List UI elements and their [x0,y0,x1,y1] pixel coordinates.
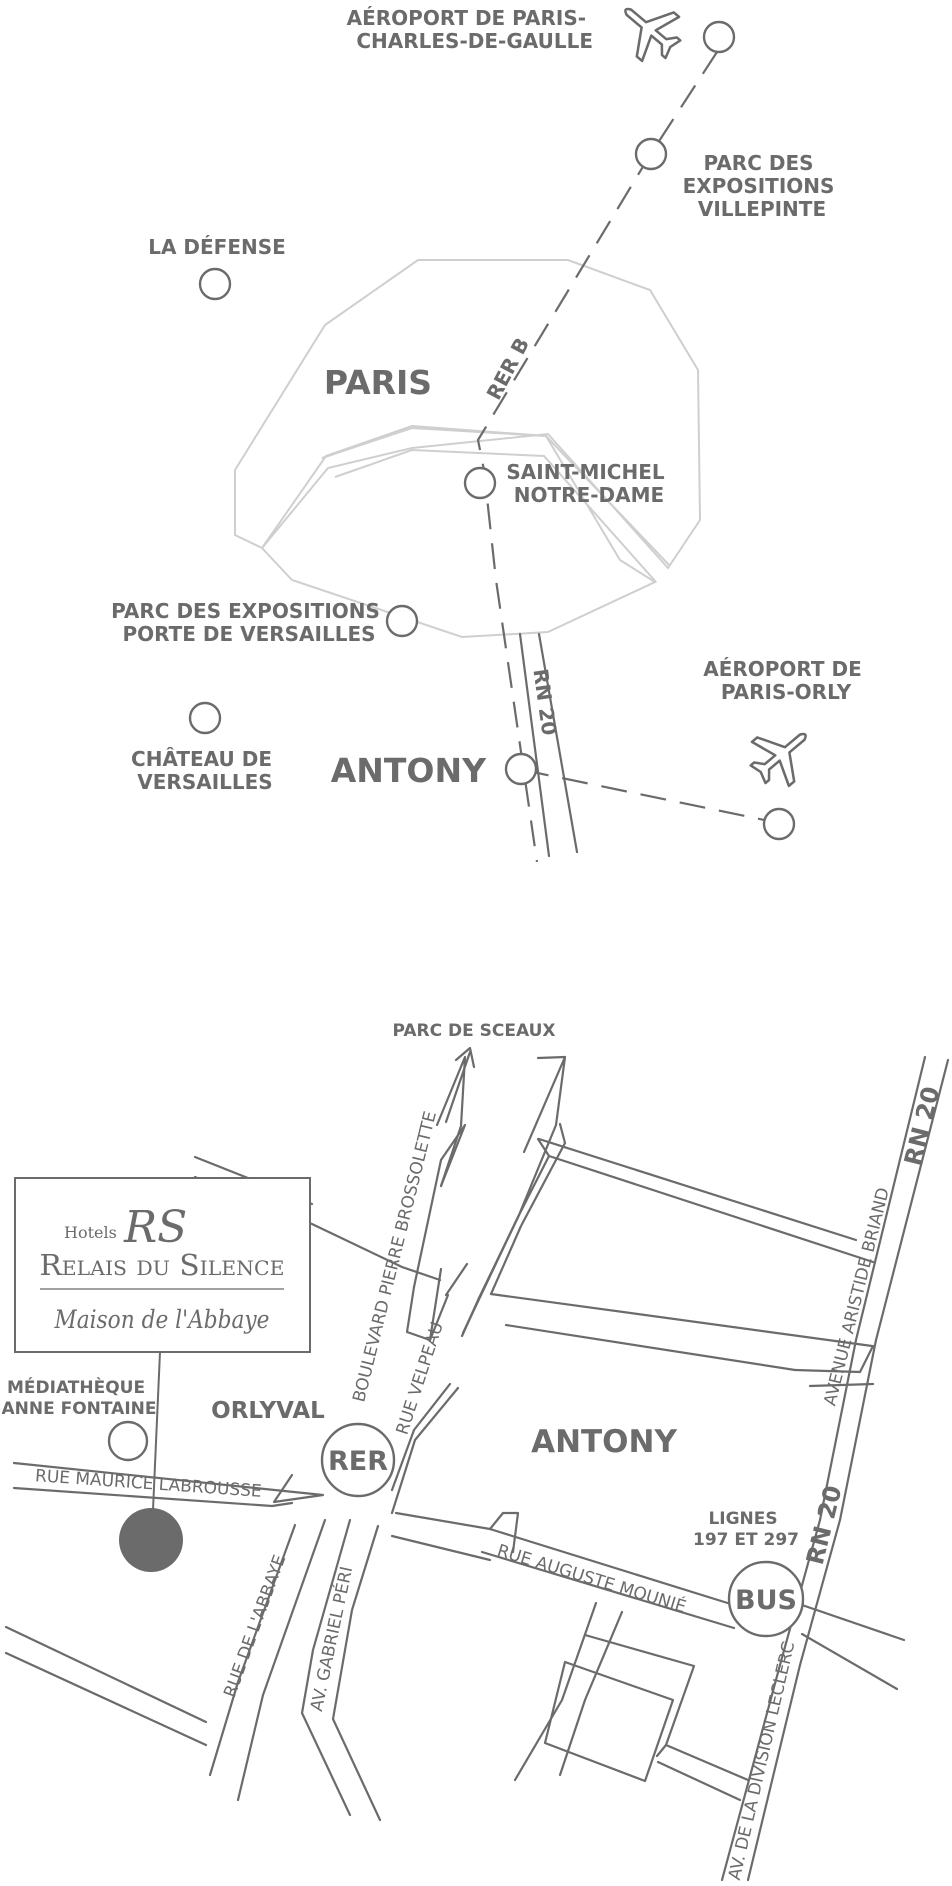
airplane-icon [749,732,807,788]
label-antony-overview: ANTONY [331,751,487,790]
logo-hotels: Hotels [64,1223,117,1242]
street-leclerc: AV. DE LA DIVISION LECLERC [725,1640,799,1882]
label-chateau: CHÂTEAU DE VERSAILLES [131,747,279,794]
label-parc-de-sceaux: PARC DE SCEAUX [392,1021,555,1041]
station-orly [762,807,796,841]
paris-boundary [234,259,702,639]
station-bus[interactable] [727,1560,805,1638]
label-cdg: AÉROPORT DE PARIS- CHARLES-DE-GAULLE [347,6,593,53]
station-la-defense [198,267,232,301]
station-chateau-versailles [188,701,222,735]
label-bus: BUS [735,1585,797,1616]
station-rer[interactable] [320,1422,396,1498]
label-bus-lines: LIGNES 197 ET 297 [693,1509,799,1550]
hotel-pointer-line [152,1351,161,1511]
hotel-logo: Hotels RS Relais du Silence Maison de l'… [14,1177,311,1353]
station-villepinte [634,137,668,171]
station-porte-de-versailles [385,604,419,638]
label-rer: RER [328,1446,388,1477]
detail-map: PARC DE SCEAUX Hotels RS Relais du Silen… [1,1021,950,1882]
rer-b-route [476,51,718,863]
hotel-marker[interactable] [119,1508,183,1572]
label-saint-michel: SAINT-MICHEL NOTRE-DAME [506,460,671,507]
station-cdg [702,20,736,54]
label-rer-b: RER B [482,334,534,404]
street-rn20-north: RN 20 [899,1084,946,1169]
label-paris: PARIS [324,363,432,402]
station-antony [504,752,538,786]
label-mediatheque: MÉDIATHÈQUE ANNE FONTAINE [1,1376,156,1419]
street-rn20-south: RN 20 [801,1483,848,1568]
overview-map: AÉROPORT DE PARIS- CHARLES-DE-GAULLE PAR… [111,6,869,863]
street-abbaye: RUE DE L'ABBAYE [220,1552,290,1700]
label-orly: AÉROPORT DE PARIS-ORLY [703,657,869,704]
street-mounie: RUE AUGUSTE MOUNIÉ [495,1539,689,1617]
logo-brand-name: Relais du Silence [40,1248,285,1282]
station-saint-michel [463,466,497,500]
label-la-defense: LA DÉFENSE [148,235,286,259]
street-briand: AVENUE ARISTIDE BRIAND [820,1186,894,1408]
rn20-road [518,632,579,858]
orly-route [522,768,780,825]
logo-monogram: RS [123,1202,187,1253]
label-rn20-overview: RN 20 [528,667,561,737]
airplane-icon [624,7,682,63]
logo-property: Maison de l'Abbaye [54,1305,270,1334]
seine-river [321,426,671,583]
arrow-up-icon [444,1046,476,1124]
label-villepinte: PARC DES EXPOSITIONS VILLEPINTE [683,151,842,221]
label-versailles-expo: PARC DES EXPOSITIONS PORTE DE VERSAILLES [111,599,387,646]
station-mediatheque [107,1420,149,1462]
label-orlyval: ORLYVAL [211,1398,325,1424]
label-antony-detail: ANTONY [531,1424,677,1460]
